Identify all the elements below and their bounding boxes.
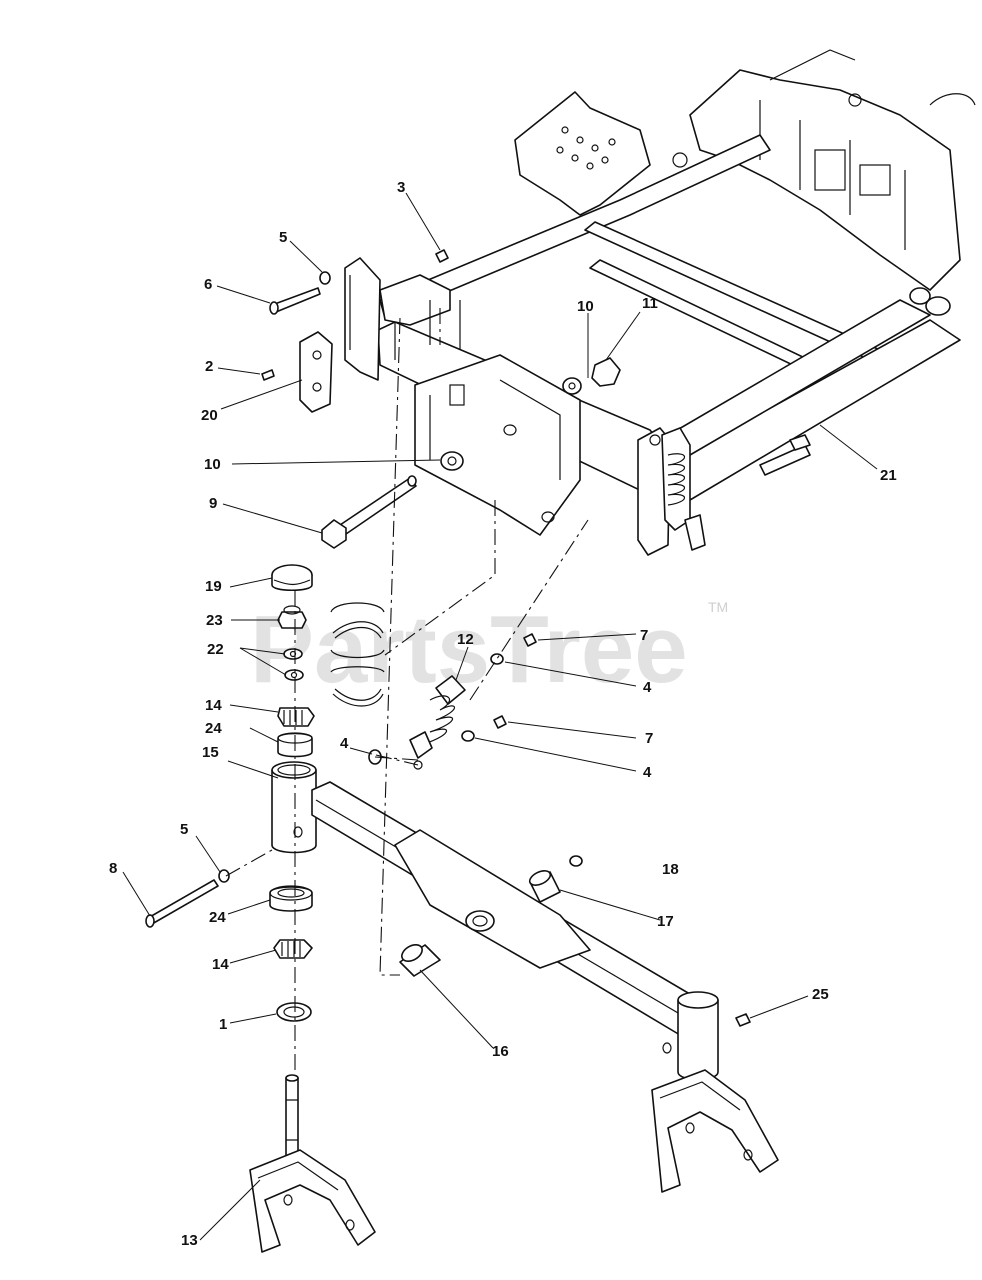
callout-20: 20 — [201, 407, 218, 424]
callout-7: 7 — [645, 730, 653, 747]
leader-lines — [122, 192, 878, 1241]
callout-4: 4 — [643, 679, 652, 696]
callout-14: 14 — [205, 697, 222, 714]
watermark-trademark: TM — [708, 599, 728, 615]
callout-2: 2 — [205, 358, 213, 375]
callout-5: 5 — [279, 229, 287, 246]
callout-7: 7 — [640, 627, 648, 644]
front-axle — [311, 781, 779, 1193]
callout-15: 15 — [202, 744, 219, 761]
frame-fasteners — [261, 249, 621, 549]
callout-labels: 3 5 6 2 20 10 11 10 9 21 19 23 22 12 7 4… — [109, 179, 897, 1249]
callout-21: 21 — [880, 467, 897, 484]
main-frame — [344, 49, 976, 556]
callout-5: 5 — [180, 821, 188, 838]
alignment-lines — [225, 308, 589, 1070]
callout-4: 4 — [340, 735, 349, 752]
callout-16: 16 — [492, 1043, 509, 1060]
callout-6: 6 — [204, 276, 212, 293]
callout-10: 10 — [204, 456, 221, 473]
callout-8: 8 — [109, 860, 117, 877]
callout-13: 13 — [181, 1232, 198, 1249]
watermark: PartsTree TM — [250, 596, 728, 703]
callout-25: 25 — [812, 986, 829, 1003]
callout-17: 17 — [657, 913, 674, 930]
watermark-text: PartsTree — [250, 596, 688, 703]
callout-18: 18 — [662, 861, 679, 878]
callout-24: 24 — [209, 909, 226, 926]
callout-11: 11 — [642, 295, 658, 312]
callout-23: 23 — [206, 612, 223, 629]
spindle-stack — [145, 564, 385, 1253]
callout-12: 12 — [457, 631, 474, 648]
callout-9: 9 — [209, 495, 217, 512]
callout-14: 14 — [212, 956, 229, 973]
callout-10: 10 — [577, 298, 594, 315]
shock-lower — [409, 675, 466, 770]
callout-19: 19 — [205, 578, 222, 595]
callout-22: 22 — [207, 641, 224, 658]
shock-upper — [661, 427, 706, 551]
callout-1: 1 — [219, 1016, 227, 1033]
callout-24: 24 — [205, 720, 222, 737]
callout-4: 4 — [643, 764, 652, 781]
callout-3: 3 — [397, 179, 405, 196]
